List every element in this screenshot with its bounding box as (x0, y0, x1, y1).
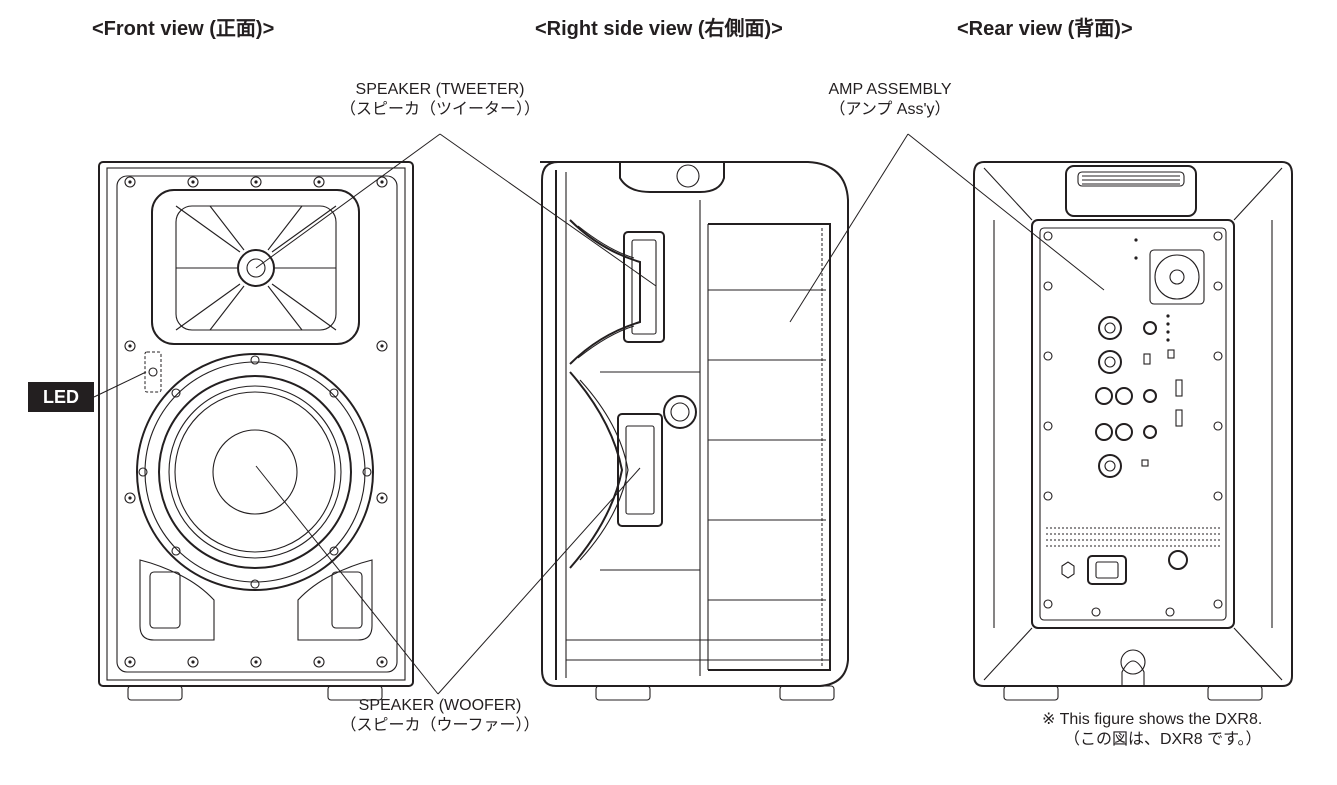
power-switch (1168, 550, 1188, 570)
rear-amp-panel (1031, 219, 1235, 629)
rear-vent-slots (1046, 527, 1220, 547)
tweeter-label-ja: （スピーカ（ツイーター）） (339, 101, 540, 118)
jack-1 (1095, 387, 1113, 405)
woofer-leader-side (437, 467, 641, 695)
front-view-title: <Front view (正面)> (92, 18, 275, 40)
amp-leader-rear (907, 133, 1105, 291)
power-inlet (1087, 555, 1127, 585)
amp-assembly-label: AMP ASSEMBLY （アンプ Ass'y） (780, 80, 1000, 120)
level-knob-2 (1143, 389, 1157, 403)
level-knob-3 (1143, 425, 1157, 439)
side-view-title: <Right side view (右側面)> (535, 18, 783, 40)
front-cabinet-inner (106, 167, 406, 681)
port-right (297, 559, 373, 641)
front-foot-right (327, 685, 383, 701)
front-grille-frame (116, 175, 398, 673)
tweeter-throat (237, 249, 275, 287)
amp-leader-side (789, 133, 909, 323)
rear-cabinet-outline (973, 161, 1293, 687)
cooling-fan (1149, 249, 1205, 305)
woofer-frame (136, 353, 374, 591)
jack-2 (1095, 423, 1113, 441)
side-horn (569, 219, 641, 365)
tweeter-leader-front (255, 133, 441, 269)
side-woofer-cone (569, 371, 624, 569)
rear-panel-screws (1043, 231, 1223, 617)
front-screws (124, 176, 388, 668)
rear-handle (1065, 165, 1197, 217)
side-tweeter-driver (623, 231, 665, 343)
xlr-output (1098, 454, 1122, 478)
tweeter-label-en: SPEAKER (TWEETER) (355, 81, 525, 98)
led-leader (93, 371, 147, 398)
port-left (139, 559, 215, 641)
rear-view-title: <Rear view (背面)> (957, 18, 1133, 40)
horn-outer (151, 189, 360, 345)
amp-assembly-label-ja: （アンプ Ass'y） (829, 101, 951, 118)
woofer-label-en: SPEAKER (WOOFER) (358, 697, 522, 714)
side-view-drawing (540, 161, 849, 701)
woofer-label-ja: （スピーカ（ウーファー）） (340, 717, 540, 734)
figure-note-en: ※ This figure shows the DXR8. (1042, 711, 1263, 728)
figure-note-ja: （この図は、DXR8 です。） (1064, 731, 1262, 748)
led-outline (144, 351, 162, 393)
front-cabinet-outline (98, 161, 414, 687)
figure-note: ※ This figure shows the DXR8. （この図は、DXR8… (1042, 710, 1262, 750)
side-pole-mount (663, 395, 697, 429)
tweeter-leader-side (439, 133, 657, 287)
woofer-dust-cap (212, 429, 298, 515)
ground-screw (1061, 561, 1075, 579)
side-woofer-magnet (617, 413, 663, 527)
front-foot-left (127, 685, 183, 701)
front-view-drawing (98, 161, 414, 701)
tweeter-label: SPEAKER (TWEETER) （スピーカ（ツイーター）） (290, 80, 590, 120)
leader-lines (93, 133, 1105, 695)
amp-assembly-label-en: AMP ASSEMBLY (828, 81, 952, 98)
rear-view-drawing (973, 161, 1293, 701)
level-knob-1 (1143, 321, 1157, 335)
xlr-input-1 (1098, 316, 1122, 340)
woofer-label: SPEAKER (WOOFER) （スピーカ（ウーファー）） (300, 696, 580, 736)
xlr-input-2 (1098, 350, 1122, 374)
led-badge: LED (28, 382, 94, 412)
woofer-screws (138, 355, 372, 589)
side-amp-assembly (708, 223, 831, 671)
woofer-leader-front (255, 465, 439, 695)
side-handle (619, 162, 725, 193)
woofer-surround (158, 375, 352, 569)
side-outline (540, 161, 849, 687)
